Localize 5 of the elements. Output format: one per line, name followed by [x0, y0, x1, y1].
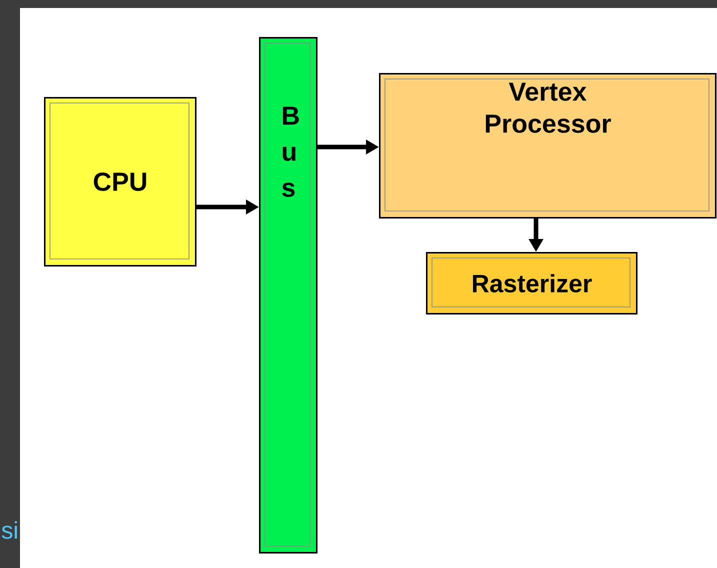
cpu-box: CPU: [44, 97, 196, 266]
rasterizer-box: Rasterizer: [426, 252, 638, 314]
bus-bar: B u s: [259, 37, 318, 554]
processor-box: Vertex Processor: [379, 73, 716, 218]
text-fragment: si: [2, 521, 17, 539]
